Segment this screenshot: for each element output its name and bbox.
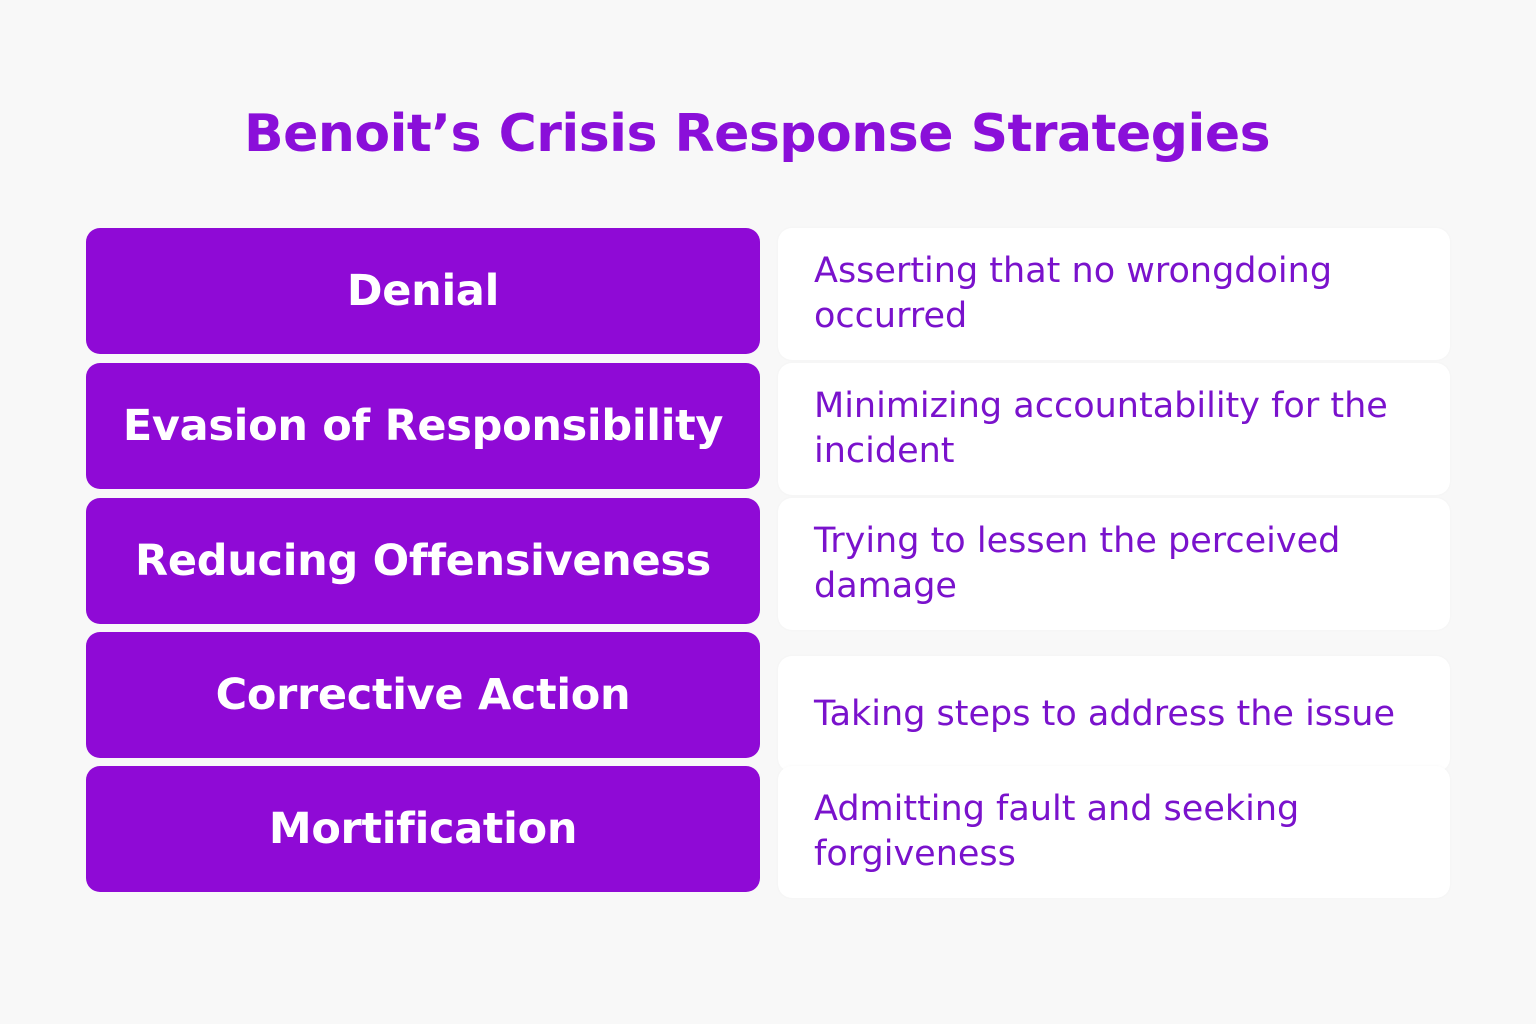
strategy-description: Taking steps to address the issue [778, 656, 1450, 772]
diagram-title: Benoit’s Crisis Response Strategies [243, 104, 1271, 164]
strategy-row-evasion: Evasion of Responsibility Minimizing acc… [86, 363, 1450, 495]
strategy-label: Evasion of Responsibility [86, 363, 760, 489]
strategy-row-mortification: Mortification Admitting fault and seekin… [86, 766, 1450, 898]
strategy-label: Corrective Action [86, 632, 760, 758]
strategy-label: Reducing Offensiveness [86, 498, 760, 624]
strategy-row-denial: Denial Asserting that no wrongdoing occu… [86, 228, 1450, 360]
strategy-row-reducing-offensiveness: Reducing Offensiveness Trying to lessen … [86, 498, 1450, 630]
strategy-description: Asserting that no wrongdoing occurred [778, 228, 1450, 360]
strategy-description: Trying to lessen the perceived damage [778, 498, 1450, 630]
strategy-label: Mortification [86, 766, 760, 892]
strategy-row-corrective-action: Corrective Action Taking steps to addres… [86, 632, 1450, 772]
strategy-description: Minimizing accountability for the incide… [778, 363, 1450, 495]
strategy-description: Admitting fault and seeking forgiveness [778, 766, 1450, 898]
strategy-label: Denial [86, 228, 760, 354]
